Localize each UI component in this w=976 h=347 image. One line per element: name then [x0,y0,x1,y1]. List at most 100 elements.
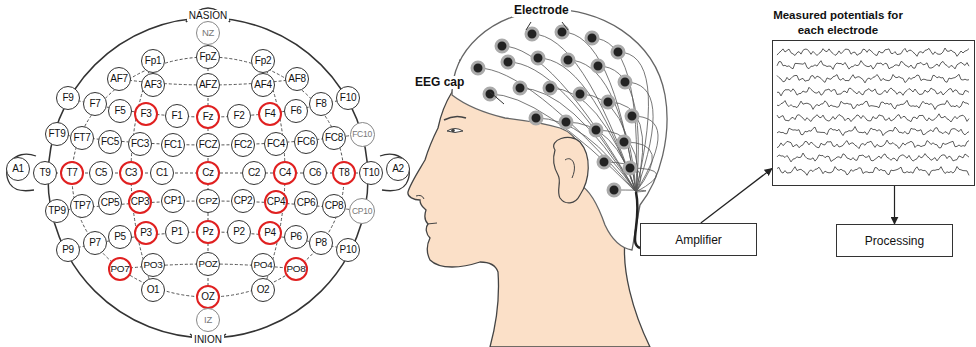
signal-trace [777,114,969,122]
electrode-label: FC10 [352,130,372,139]
part-label: Electrode [512,4,571,17]
electrode-site: AF4 [251,73,275,97]
electrode-site: T9 [33,161,57,185]
electrode-wire [596,130,638,192]
cap-electrode [526,28,538,40]
electrode-label: F10 [340,93,356,103]
electrode-label: P5 [114,232,126,242]
electrode-label: PO4 [254,260,273,270]
electrode-site: CP1 [161,189,185,213]
electrode-wire [580,94,636,192]
electrode-label: C6 [309,168,321,178]
signal-trace [777,48,969,56]
signal-trace [777,127,969,136]
electrode-label: AF7 [110,74,127,84]
electrode-label: FT7 [74,133,91,143]
electrode-site: F5 [108,99,132,123]
electrode-site: T10 [359,161,383,185]
electrode-label: FC1 [164,140,182,150]
cap-electrode [590,124,602,136]
electrode-site: P5 [108,225,132,249]
cap-electrode [502,56,514,68]
cap-electrode [562,54,574,66]
electrode-label: C1 [156,168,168,178]
electrode-site: POZ [196,252,220,276]
electrode-site: CP8 [322,194,346,218]
electrode-label: FpZ [200,52,217,62]
electrode-site: F4 [258,102,282,126]
electrode-site: AF3 [141,73,165,97]
electrode-label: FC4 [267,139,285,149]
eyebrow [444,116,466,120]
electrode-site: PO4 [251,253,275,277]
electrode-label: T9 [39,168,50,178]
electrode-site: OZ [196,285,220,309]
electrode-site: P7 [83,231,107,255]
electrode-site: FC3 [128,132,152,156]
electrode-site: AF7 [107,67,131,91]
cap-electrode [574,88,586,100]
signal-trace [777,153,969,162]
electrode-site: P2 [227,220,251,244]
signal-trace [777,74,969,83]
electrode-site: CPZ [196,189,220,213]
electrode-wire [566,122,636,192]
electrode-site: FC1 [161,133,185,157]
electrode-site: P8 [309,231,333,255]
electrode-label: P3 [140,228,152,238]
electrode-label: FC3 [131,139,149,149]
electrode-site: T8 [332,161,356,185]
electrode-site: P9 [56,238,80,262]
electrode-label: FC5 [101,137,119,147]
electrode-label: FT9 [49,129,66,139]
electrode-site: F9 [56,86,80,110]
electrode-site: PO8 [284,257,308,281]
electrode-label: Pz [202,227,213,237]
electrode-site: F10 [336,86,360,110]
electrode-label: P8 [315,238,327,248]
electrode-site: Fp2 [251,49,275,73]
electrode-site: C2 [242,161,266,185]
electrode-label: T7 [66,168,77,178]
electrode-site: FCZ [196,133,220,157]
ear-detail [565,159,574,178]
electrode-label: F7 [89,99,100,109]
electrode-label: FC6 [297,137,315,147]
box-label: Processing [865,234,924,248]
electrode-label: A1 [12,164,24,174]
electrode-site: F1 [165,104,189,128]
electrode-site: IZ [196,308,220,332]
eye [447,129,463,133]
electrode-site: TP9 [45,199,69,223]
leader-line [526,22,568,30]
amplifier-box: Amplifier [640,223,757,256]
electrode-label: Fp1 [145,56,161,66]
electrode-label: F2 [233,111,244,121]
electrode-label: IZ [204,315,212,325]
electrode-label: CP1 [164,196,183,206]
signal-trace [777,167,969,176]
grid-ring [72,57,344,297]
electrode-site: FC6 [294,130,318,154]
electrode-label: F8 [315,99,326,109]
electrode-label: AF8 [288,74,305,84]
electrode-label: F1 [171,111,182,121]
electrode-site: CP4 [264,190,288,214]
electrode-label: O1 [147,285,160,295]
electrode-label: F3 [140,109,151,119]
cap-electrode [560,116,572,128]
electrode-label: PO8 [287,264,306,274]
electrode-label: FC8 [325,133,343,143]
electrode-label: PO3 [144,260,163,270]
electrode-label: C3 [125,168,137,178]
cap-electrodes [472,26,638,196]
cap-electrode [484,88,496,100]
electrode-site: C6 [303,161,327,185]
cap-electrode [592,60,604,72]
electrode-label: FC2 [234,140,252,150]
cap-electrode [544,82,556,94]
electrode-label: POZ [199,259,218,269]
electrode-site: NZ [196,21,220,45]
cap-electrode [472,62,484,74]
signal-box: Measured potentials for each electrode [772,40,975,186]
